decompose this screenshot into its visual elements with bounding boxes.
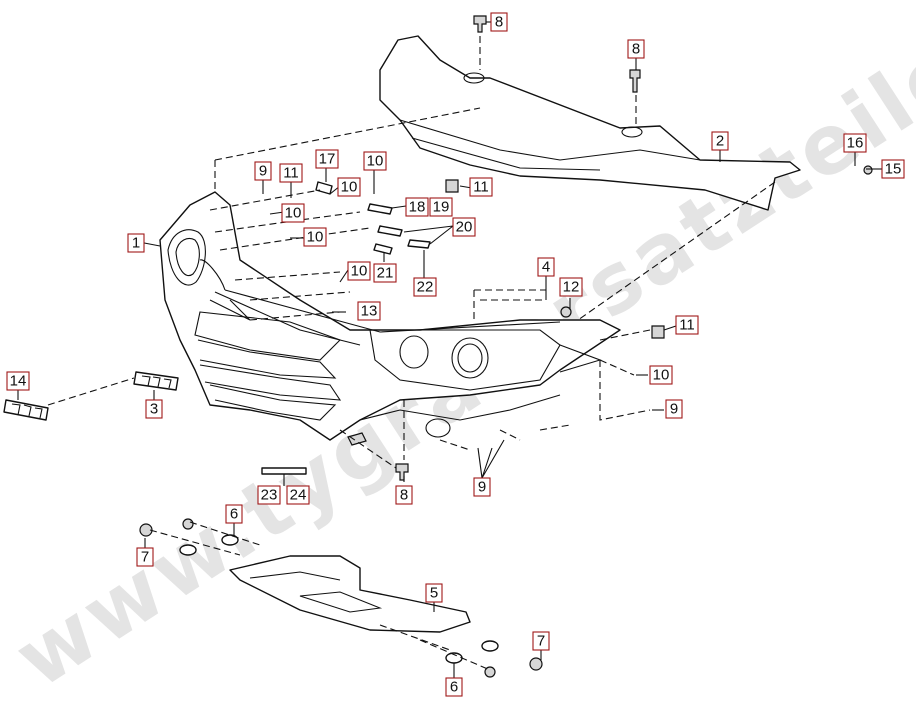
label-7-left: 7 [136, 547, 154, 567]
svg-text:18: 18 [409, 199, 426, 216]
label-23: 23 [257, 485, 281, 505]
skid-plate-part [229, 555, 471, 633]
svg-text:14: 14 [10, 373, 27, 390]
svg-text:7: 7 [537, 633, 545, 650]
label-8-bottom: 8 [395, 485, 413, 505]
svg-text:8: 8 [632, 41, 640, 58]
label-12: 12 [559, 277, 583, 297]
svg-text:9: 9 [478, 479, 486, 496]
svg-text:23: 23 [261, 487, 278, 504]
label-9-bottom: 9 [473, 477, 491, 497]
label-10-d: 10 [363, 151, 387, 171]
label-10-e: 10 [347, 261, 371, 281]
label-17: 17 [315, 149, 339, 169]
label-11-a: 11 [279, 163, 303, 183]
svg-text:6: 6 [450, 679, 458, 696]
svg-text:11: 11 [679, 317, 695, 334]
label-18: 18 [405, 197, 429, 217]
svg-text:24: 24 [290, 487, 307, 504]
label-22: 22 [413, 277, 437, 297]
label-3: 3 [145, 399, 163, 419]
label-11-b: 11 [469, 177, 493, 197]
svg-text:4: 4 [542, 259, 550, 276]
svg-text:10: 10 [285, 205, 302, 222]
svg-text:8: 8 [495, 14, 503, 31]
svg-text:7: 7 [141, 549, 149, 566]
label-10-b: 10 [281, 203, 305, 223]
svg-text:13: 13 [361, 303, 378, 320]
label-7-right: 7 [532, 631, 550, 651]
label-10-a: 10 [337, 177, 361, 197]
callout-labels: 1 2 3 4 5 6 6 7 7 8 8 8 9 9 9 10 10 10 1… [6, 12, 905, 697]
top-cover-part [379, 35, 801, 211]
label-13: 13 [357, 301, 381, 321]
label-14: 14 [6, 371, 30, 391]
label-2: 2 [711, 131, 729, 151]
svg-text:11: 11 [283, 165, 299, 182]
label-10-c: 10 [303, 227, 327, 247]
label-20: 20 [452, 217, 476, 237]
label-8-mid: 8 [627, 39, 645, 59]
label-1: 1 [127, 233, 145, 253]
label-15: 15 [881, 159, 905, 179]
svg-text:11: 11 [473, 179, 489, 196]
svg-text:5: 5 [430, 585, 438, 602]
svg-text:10: 10 [341, 179, 358, 196]
label-21: 21 [373, 263, 397, 283]
svg-text:22: 22 [417, 279, 434, 296]
svg-text:12: 12 [563, 279, 580, 296]
label-24: 24 [286, 485, 310, 505]
svg-text:1: 1 [132, 235, 140, 252]
svg-text:17: 17 [319, 151, 336, 168]
svg-text:21: 21 [377, 265, 394, 282]
svg-text:6: 6 [230, 506, 238, 523]
svg-text:20: 20 [456, 219, 473, 236]
label-19: 19 [429, 197, 453, 217]
svg-text:16: 16 [847, 135, 864, 152]
label-11-c: 11 [675, 315, 699, 335]
svg-text:10: 10 [351, 263, 368, 280]
label-6-bottom: 6 [445, 677, 463, 697]
svg-text:10: 10 [653, 367, 670, 384]
label-16: 16 [843, 133, 867, 153]
leader-lines [47, 36, 776, 671]
svg-text:3: 3 [150, 401, 158, 418]
label-9-top: 9 [254, 161, 272, 181]
svg-text:15: 15 [885, 161, 902, 178]
svg-text:10: 10 [367, 153, 384, 170]
svg-text:9: 9 [259, 163, 267, 180]
label-5: 5 [425, 583, 443, 603]
svg-text:19: 19 [433, 199, 450, 216]
svg-text:10: 10 [307, 229, 324, 246]
label-8-top: 8 [490, 12, 508, 32]
svg-text:9: 9 [670, 401, 678, 418]
pointer-lines [17, 21, 882, 678]
badge-side-part [3, 399, 49, 421]
label-6-top: 6 [225, 504, 243, 524]
label-10-f: 10 [649, 365, 673, 385]
svg-text:2: 2 [716, 133, 724, 150]
label-4: 4 [537, 257, 555, 277]
label-9-right: 9 [665, 399, 683, 419]
fasteners [139, 15, 873, 678]
svg-text:8: 8 [400, 487, 408, 504]
badge-emblem-part [133, 371, 179, 391]
